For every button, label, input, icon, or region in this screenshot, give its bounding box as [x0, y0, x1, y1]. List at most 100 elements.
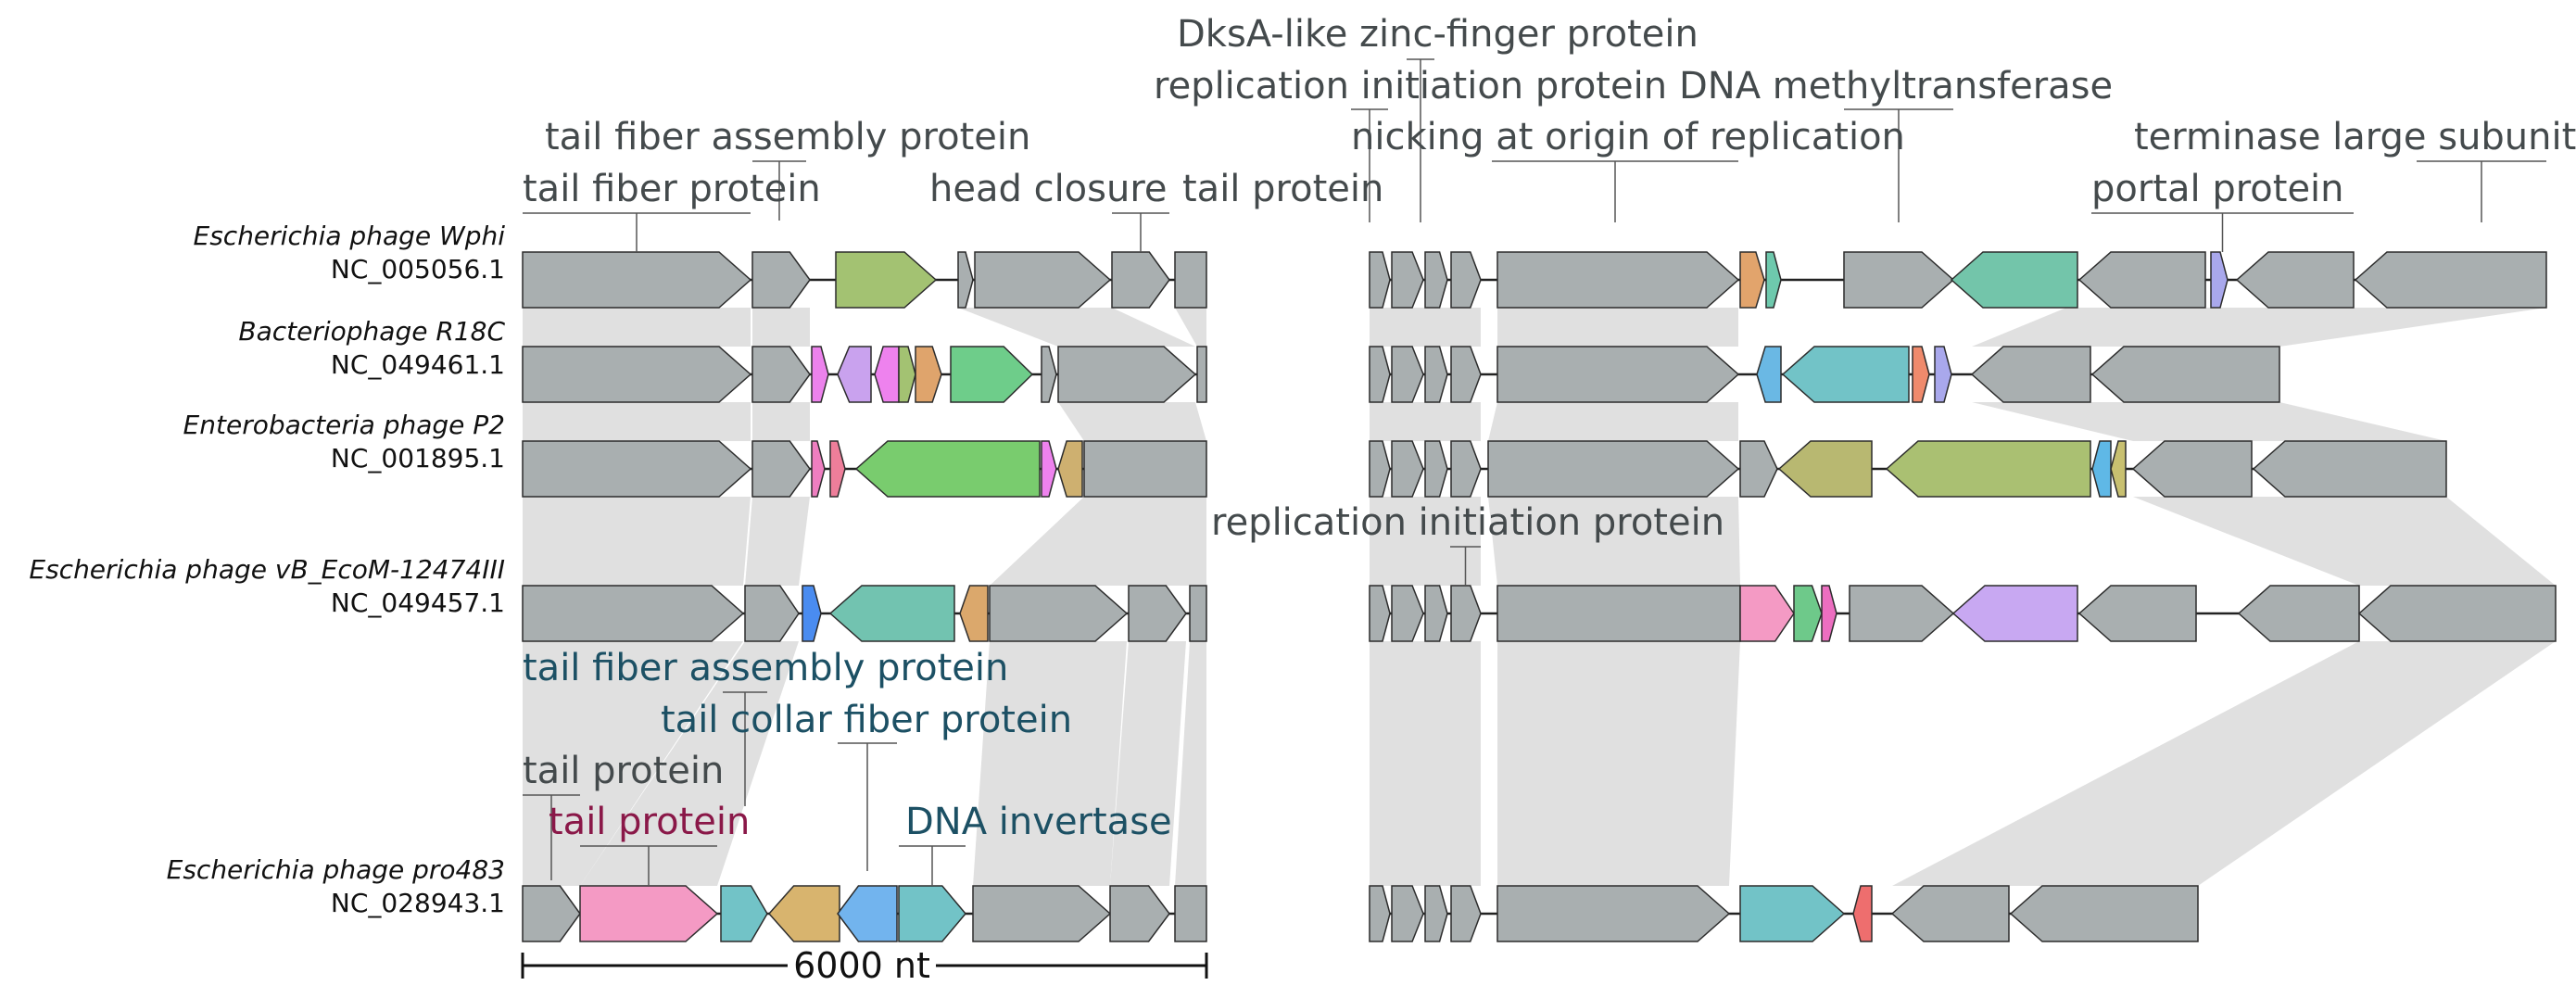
gene-arrow [1849, 585, 1955, 642]
homology-link [1058, 402, 1206, 441]
gene-arrow [854, 440, 1041, 498]
gene-label-portal-protein: portal protein [2091, 168, 2344, 210]
gene-arrow [2090, 346, 2280, 403]
gene-arrow [1852, 885, 1873, 942]
homology-link [752, 402, 810, 441]
sequence-accession: NC_005056.1 [331, 254, 505, 284]
gene-label-tail-fiber-protein: tail fiber protein [523, 168, 821, 210]
gene-arrow [522, 251, 752, 309]
gene-arrow [957, 251, 974, 309]
gene-arrow [1041, 346, 1057, 403]
gene-arrow [837, 346, 872, 403]
gene-arrow [1496, 585, 1741, 642]
gene-arrow [1369, 440, 1391, 498]
gene-arrow [1424, 885, 1448, 942]
gene-arrow [1885, 440, 2091, 498]
gene-arrow [974, 251, 1112, 309]
gene-arrow [579, 885, 719, 942]
homology-link [1370, 497, 1481, 586]
gene-label-tail-protein: tail protein [1182, 168, 1383, 210]
gene-arrow [1391, 585, 1424, 642]
homology-link [1488, 402, 1738, 441]
gene-arrow [1174, 251, 1207, 309]
gene-arrow [1496, 885, 1731, 942]
homology-link [1175, 308, 1206, 347]
gene-arrow [1487, 440, 1740, 498]
homology-link [1110, 641, 1186, 886]
gene-arrow [898, 346, 916, 403]
homology-link [1892, 641, 2556, 886]
gene-arrow [802, 585, 822, 642]
gene-arrow [1391, 885, 1424, 942]
gene-arrow [1793, 585, 1823, 642]
gene-arrow [1843, 251, 1955, 309]
gene-arrow [1174, 885, 1207, 942]
gene-arrow [972, 885, 1112, 942]
homology-link [1972, 308, 2546, 347]
gene-arrow [2091, 440, 2112, 498]
scale-bar: 6000 nt [521, 945, 1208, 986]
gene-label-replication-initiation-protein: replication initiation protein [1154, 65, 1667, 107]
gene-label-tail-fiber-assembly-protein: tail fiber assembly protein [545, 116, 1030, 158]
gene-arrow [1369, 885, 1391, 942]
gene-arrow [811, 346, 829, 403]
gene-arrow [1424, 585, 1448, 642]
gene-arrow [2252, 440, 2447, 498]
gene-arrow [1756, 346, 1782, 403]
gene-arrow [1450, 585, 1482, 642]
gene-arrow [950, 346, 1034, 403]
gene-arrow [1821, 585, 1837, 642]
gene-label-tail-protein-highlighted: tail protein [549, 801, 750, 843]
homology-link [1497, 308, 1738, 347]
gene-arrow [1739, 885, 1846, 942]
homology-link [1175, 641, 1206, 886]
gene-arrow [1109, 885, 1170, 942]
gene-arrow [2235, 251, 2355, 309]
gene-arrow [1196, 346, 1207, 403]
gene-arrow [959, 585, 989, 642]
gene-arrow [1391, 346, 1424, 403]
gene-arrow [1057, 440, 1083, 498]
gene-arrow [522, 585, 745, 642]
gene-arrow [1950, 251, 2078, 309]
gene-arrow [1777, 440, 1873, 498]
gene-label-dna-invertase: DNA invertase [905, 801, 1172, 843]
homology-link [523, 497, 751, 586]
gene-arrow [1890, 885, 2010, 942]
gene-label-tail-collar-fiber-protein: tail collar fiber protein [661, 699, 1072, 741]
sequence-accession: NC_049461.1 [331, 349, 505, 380]
gene-label-dna-methyltransferase: DNA methyltransferase [1679, 65, 2113, 107]
gene-label-replication-initiation-protein: replication initiation protein [1211, 501, 1724, 544]
gene-arrow [989, 585, 1129, 642]
gene-label-nicking-at-origin-of-replication: nicking at origin of replication [1351, 116, 1905, 158]
homology-link [752, 308, 810, 347]
gene-arrow [898, 885, 966, 942]
gene-arrow [1041, 440, 1057, 498]
sequence-name: Escherichia phage Wphi [194, 221, 506, 251]
gene-arrow [1424, 440, 1448, 498]
homology-links [523, 308, 2556, 886]
gene-arrow [1128, 585, 1187, 642]
homology-link [580, 641, 799, 886]
gene-arrow [1111, 251, 1170, 309]
gene-arrow [829, 440, 846, 498]
gene-arrow [751, 251, 811, 309]
homology-link [1370, 308, 1481, 347]
gene-arrow [2110, 440, 2127, 498]
homology-link [1972, 402, 2446, 441]
gene-arrow [1970, 346, 2091, 403]
homology-link [990, 497, 1206, 586]
gene-arrow [1391, 440, 1424, 498]
gene-arrow [751, 346, 811, 403]
gene-arrow [1450, 885, 1482, 942]
gene-arrow [1912, 346, 1930, 403]
gene-arrow [1496, 346, 1740, 403]
homology-link [523, 641, 743, 886]
gene-arrow [744, 585, 800, 642]
gene-arrow [1765, 251, 1782, 309]
sequence-name: Escherichia phage vB_EcoM-12474III [29, 554, 505, 585]
gene-arrow [1450, 440, 1482, 498]
label-leader-lines [523, 58, 2546, 886]
gene-arrow [767, 885, 840, 942]
